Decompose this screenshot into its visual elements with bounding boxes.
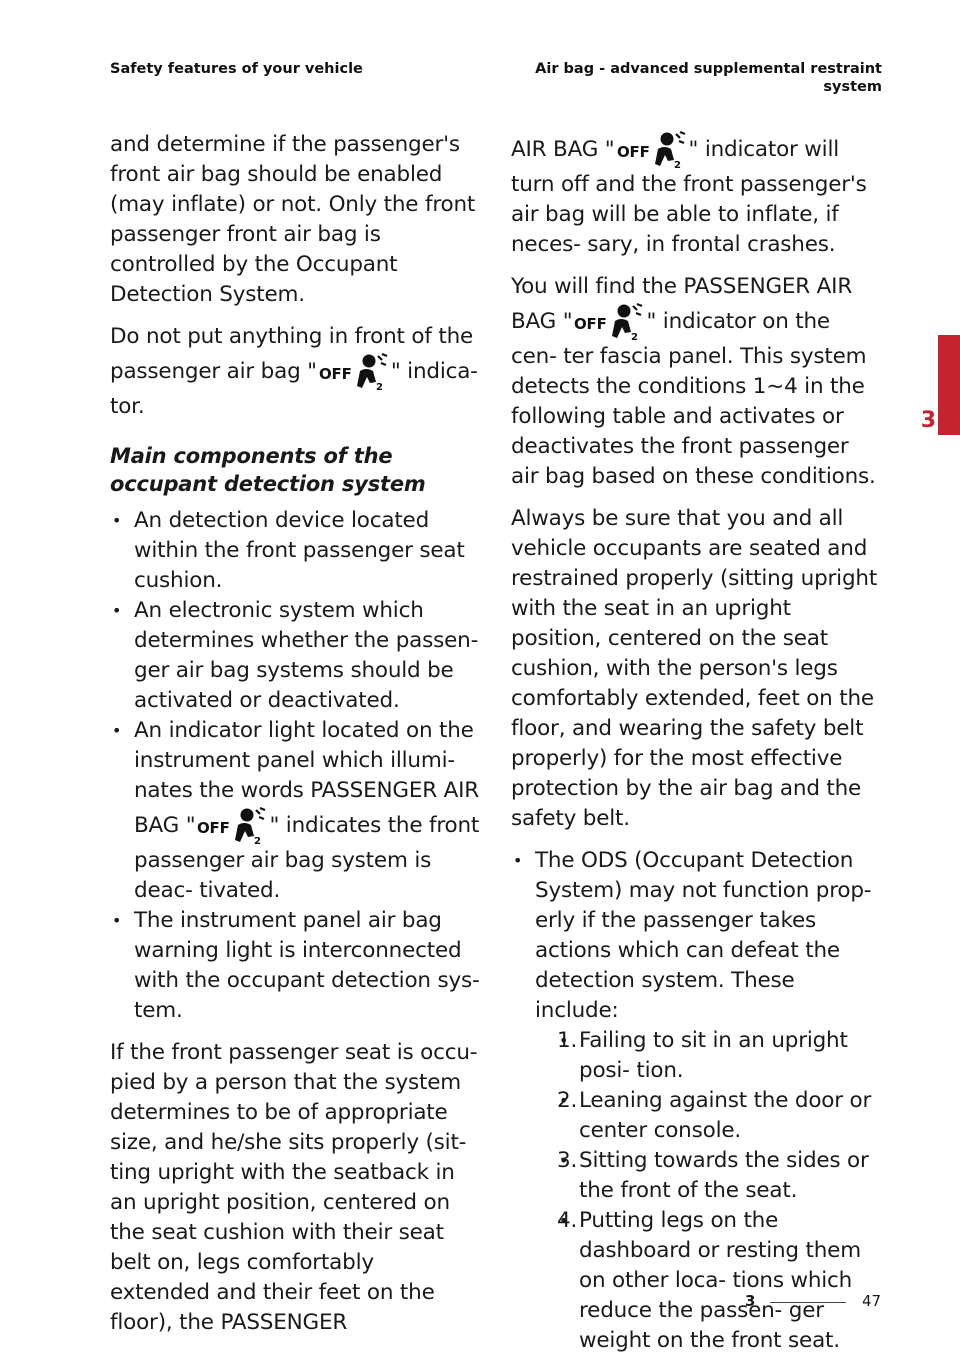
airbag-burst-line [632,305,639,311]
list-item: The ODS (Occupant Detection System) may … [511,846,881,1356]
airbag-burst-line [636,311,642,317]
running-header-left: Safety features of your vehicle [110,61,363,77]
ods-list: The ODS (Occupant Detection System) may … [511,846,881,1356]
occupant-head-shape [362,354,376,368]
airbag-off-glyph: OFF 2 [617,130,685,170]
icon-off-label: OFF [319,365,352,383]
occupant-body-shape [654,147,674,166]
numbered-item: 3.Sitting towards the sides or the front… [557,1146,881,1206]
icon-digit-label: 2 [631,332,638,342]
left-paragraph-1: and determine if the passenger's front a… [110,132,476,307]
icon-off-label: OFF [617,143,650,161]
left-paragraph-2: Do not put anything in front of the pass… [110,324,478,419]
passenger-airbag-off-icon: OFF 2 [616,130,688,170]
occupant-body-shape [612,319,632,338]
numbered-item: 4.Putting legs on the dashboard or resti… [557,1206,881,1356]
airbag-burst-line [674,133,681,139]
airbag-off-glyph: OFF 2 [319,352,388,392]
numbered-item: 1.Failing to sit in an upright posi- tio… [557,1026,881,1086]
chapter-tab-number: 3 [920,408,936,433]
left-paragraph-3: If the front passenger seat is occu- pie… [110,1040,478,1335]
airbag-burst-line [255,809,262,815]
airbag-off-glyph: OFF 2 [574,302,643,342]
list-item: An electronic system which determines wh… [110,596,480,716]
section-heading: Main components of the occupant detectio… [110,444,426,496]
icon-digit-label: 2 [674,160,681,170]
passenger-airbag-off-icon: OFF 2 [318,352,390,392]
occupant-head-shape [240,808,254,822]
airbag-burst-line [679,130,685,136]
list-item: An indicator light located on the instru… [110,716,480,906]
footer-page-number: 47 [862,1292,882,1310]
airbag-burst-line [259,815,265,821]
occupant-body-shape [235,823,255,842]
occupant-body-shape [356,369,376,388]
airbag-burst-line [678,139,684,145]
airbag-off-glyph: OFF 2 [197,806,266,846]
running-header-right: Air bag - advanced supplemental restrain… [522,60,882,96]
icon-off-label: OFF [574,315,607,333]
left-column: and determine if the passenger's front a… [110,130,480,1350]
icon-digit-label: 2 [376,382,383,392]
airbag-burst-line [260,806,266,812]
footer-chapter-number: 3 [745,1292,756,1310]
airbag-burst-line [381,352,388,358]
airbag-burst-line [377,355,383,361]
numbered-item: 2.Leaning against the door or center con… [557,1086,881,1146]
airbag-burst-line [380,361,387,367]
passenger-airbag-off-icon: OFF 2 [573,302,645,342]
list-item: The instrument panel air bag warning lig… [110,906,480,1026]
running-header-right-line2: system [823,79,882,95]
icon-digit-label: 2 [254,836,261,846]
right-paragraph-3: Always be sure that you and all vehicle … [511,506,878,831]
chapter-tab [938,335,960,435]
list-item: An detection device located within the f… [110,506,480,596]
occupant-head-shape [660,132,673,146]
components-list: An detection device located within the f… [110,506,480,1026]
running-header-right-line1: Air bag - advanced supplemental restrain… [535,61,882,77]
icon-off-label: OFF [197,819,230,837]
occupant-head-shape [617,304,631,318]
airbag-burst-line [637,302,643,308]
footer-divider [770,1302,846,1303]
passenger-airbag-off-icon: OFF 2 [196,806,268,846]
right-paragraph-2: You will find the PASSENGER AIR BAG "OFF… [511,274,876,489]
ods-numbered-list: 1.Failing to sit in an upright posi- tio… [557,1026,881,1356]
